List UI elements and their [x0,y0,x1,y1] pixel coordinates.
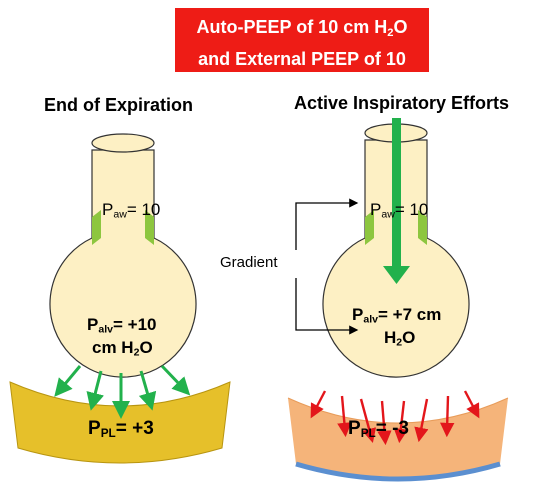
left-neck-right-band [145,210,154,245]
left-pleural-band [9,381,231,464]
banner-line-1: Auto-PEEP of 10 cm H2O [175,14,429,46]
banner-line-2: and External PEEP of 10 [198,48,406,69]
right-ppl-label: PPL= -3 [348,418,410,440]
left-palv-unit: cm H2O [92,338,153,359]
left-neck-left-band [92,210,101,245]
right-heading: Active Inspiratory Efforts [294,93,510,113]
left-palv-label: Palv= +10 [87,315,157,336]
left-ppl-label: PPL= +3 [88,418,154,440]
inspiratory-flow-arrow [383,118,410,284]
banner-line-1-end: O [393,17,408,37]
left-outward-arrows [54,364,191,419]
banner-line-1-text: Auto-PEEP of 10 cm H [196,17,388,37]
left-flask [49,133,197,378]
right-pleural-edge [295,461,501,482]
banner-line-1-subscript: 2 [387,26,394,39]
right-palv-label: Palv= +7 cm [352,305,442,326]
left-paw-label: Paw= 10 [102,200,161,221]
gradient-label: Gradient [220,254,278,271]
right-neck-right-band [418,210,427,245]
right-palv-unit: H2O [384,328,416,349]
gradient-bracket [295,198,359,335]
right-paw-label: Paw= 10 [370,200,429,221]
right-neck-left-band [365,210,374,245]
auto-peep-banner: Auto-PEEP of 10 cm H2O and External PEEP… [175,8,429,72]
right-outward-arrows [310,390,480,446]
left-heading: End of Expiration [44,95,194,115]
